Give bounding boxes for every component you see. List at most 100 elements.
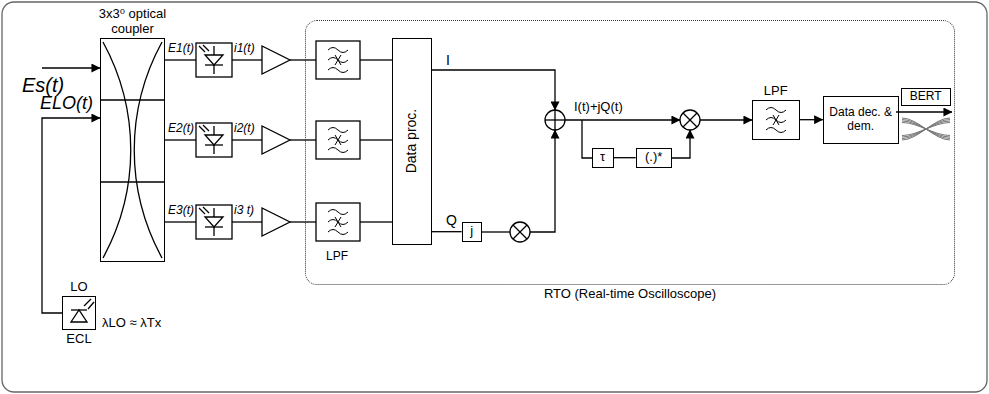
laser-bar bbox=[71, 309, 87, 310]
filter-slash bbox=[773, 115, 779, 125]
filter-slash bbox=[335, 55, 341, 65]
filter-wave bbox=[328, 68, 348, 73]
process-box: Data proc. bbox=[392, 38, 432, 245]
signal-name: E1(t) bbox=[168, 42, 194, 56]
i-wire bbox=[432, 70, 555, 110]
eye-diagram bbox=[902, 121, 950, 137]
lpf-box bbox=[316, 41, 360, 79]
label: I bbox=[446, 52, 450, 68]
light-arrow bbox=[203, 125, 209, 131]
signal-name: E2(t) bbox=[168, 122, 194, 136]
adder-cross bbox=[554, 110, 555, 130]
q-wire bbox=[530, 130, 555, 232]
connector bbox=[42, 118, 100, 313]
node-text: Data proc. bbox=[404, 109, 420, 174]
label: Q bbox=[446, 212, 457, 228]
filter-slash bbox=[335, 135, 341, 145]
signal-name: ELO(t) bbox=[40, 93, 93, 114]
laser-box: LOECL bbox=[62, 296, 96, 330]
amplifier-symbol bbox=[262, 46, 290, 74]
filter-wave bbox=[766, 108, 786, 113]
filter-slash bbox=[335, 135, 341, 145]
filter-slash bbox=[335, 55, 341, 65]
eye-diagram bbox=[902, 120, 950, 139]
wire bbox=[290, 59, 316, 60]
node-heading: LO bbox=[70, 280, 87, 295]
laser-arrow bbox=[84, 299, 91, 306]
laser-arrow bbox=[88, 302, 94, 309]
fiber bbox=[165, 221, 196, 222]
label: λLO ≈ λTx bbox=[102, 316, 161, 331]
bert-box: BERT bbox=[901, 88, 951, 106]
wire bbox=[232, 139, 262, 140]
filter-wave bbox=[328, 210, 348, 215]
wire bbox=[360, 139, 392, 140]
signal-name: i2(t) bbox=[234, 122, 255, 136]
laser-symbol bbox=[71, 310, 87, 322]
fiber bbox=[165, 139, 196, 140]
node-text: BERT bbox=[910, 90, 942, 104]
wire bbox=[232, 221, 262, 222]
amplifier-symbol bbox=[262, 126, 290, 154]
branch-wire bbox=[582, 120, 592, 158]
filter-slash bbox=[773, 115, 779, 125]
lpf-box bbox=[316, 121, 360, 159]
output-wire bbox=[896, 111, 952, 112]
filter-wave bbox=[328, 128, 348, 133]
photodiode-lead bbox=[213, 126, 214, 135]
node-heading: 3x3⁰ optical coupler bbox=[83, 7, 183, 37]
filter-wave bbox=[328, 148, 348, 153]
coupler-line bbox=[100, 181, 165, 182]
photodiode-box bbox=[196, 43, 232, 77]
multiplier-symbol bbox=[680, 110, 700, 130]
photodiode-lead bbox=[213, 46, 214, 55]
wire bbox=[360, 221, 392, 222]
operator-box: j bbox=[462, 222, 482, 242]
multiplier-cross bbox=[513, 225, 527, 239]
light-arrow bbox=[203, 45, 209, 51]
coupler-box: 3x3⁰ optical coupler bbox=[100, 38, 165, 262]
coupler-line bbox=[100, 99, 165, 100]
connector bbox=[432, 231, 462, 232]
lpf-box bbox=[316, 203, 360, 241]
light-arrow bbox=[203, 207, 209, 213]
node-heading: RTO (Real-time Oscilloscope) bbox=[544, 287, 716, 302]
wire bbox=[360, 59, 392, 60]
photodiode-lead bbox=[213, 227, 214, 236]
q-wire bbox=[482, 231, 511, 232]
photodiode-box bbox=[196, 123, 232, 157]
coupler-curve bbox=[134, 42, 162, 258]
eye-diagram bbox=[902, 123, 950, 136]
label: LPF bbox=[326, 250, 348, 264]
oscilloscope-region: RTO (Real-time Oscilloscope)Data proc.jτ… bbox=[305, 20, 955, 285]
photodiode-symbol bbox=[205, 217, 223, 227]
lpf-box: LPF bbox=[752, 100, 800, 140]
conjugate-box: (.)* bbox=[636, 148, 672, 168]
photodiode-symbol bbox=[205, 135, 223, 145]
node-heading: ECL bbox=[66, 332, 91, 347]
node-text: τ bbox=[600, 150, 605, 165]
eye-diagram bbox=[902, 118, 950, 140]
eye-diagram bbox=[902, 123, 950, 136]
photodiode-symbol bbox=[205, 55, 223, 65]
wire bbox=[232, 59, 262, 60]
conj-wire bbox=[672, 130, 690, 158]
node-heading: LPF bbox=[764, 84, 788, 99]
filter-wave bbox=[766, 128, 786, 133]
filter-slash bbox=[335, 217, 341, 227]
signal-name: i1(t) bbox=[234, 42, 255, 56]
photodiode-lead bbox=[213, 208, 214, 217]
photodiode-lead bbox=[213, 65, 214, 74]
connector bbox=[614, 157, 636, 158]
coupler-curve bbox=[103, 42, 131, 258]
node-text: Data dec. & dem. bbox=[824, 106, 898, 134]
label: I(t)+jQ(t) bbox=[574, 100, 623, 115]
signal-input bbox=[42, 67, 100, 68]
node-text: j bbox=[470, 224, 473, 239]
multiplier-symbol bbox=[510, 222, 530, 242]
fiber bbox=[165, 59, 196, 60]
filter-wave bbox=[328, 230, 348, 235]
delay-box: τ bbox=[592, 148, 614, 168]
